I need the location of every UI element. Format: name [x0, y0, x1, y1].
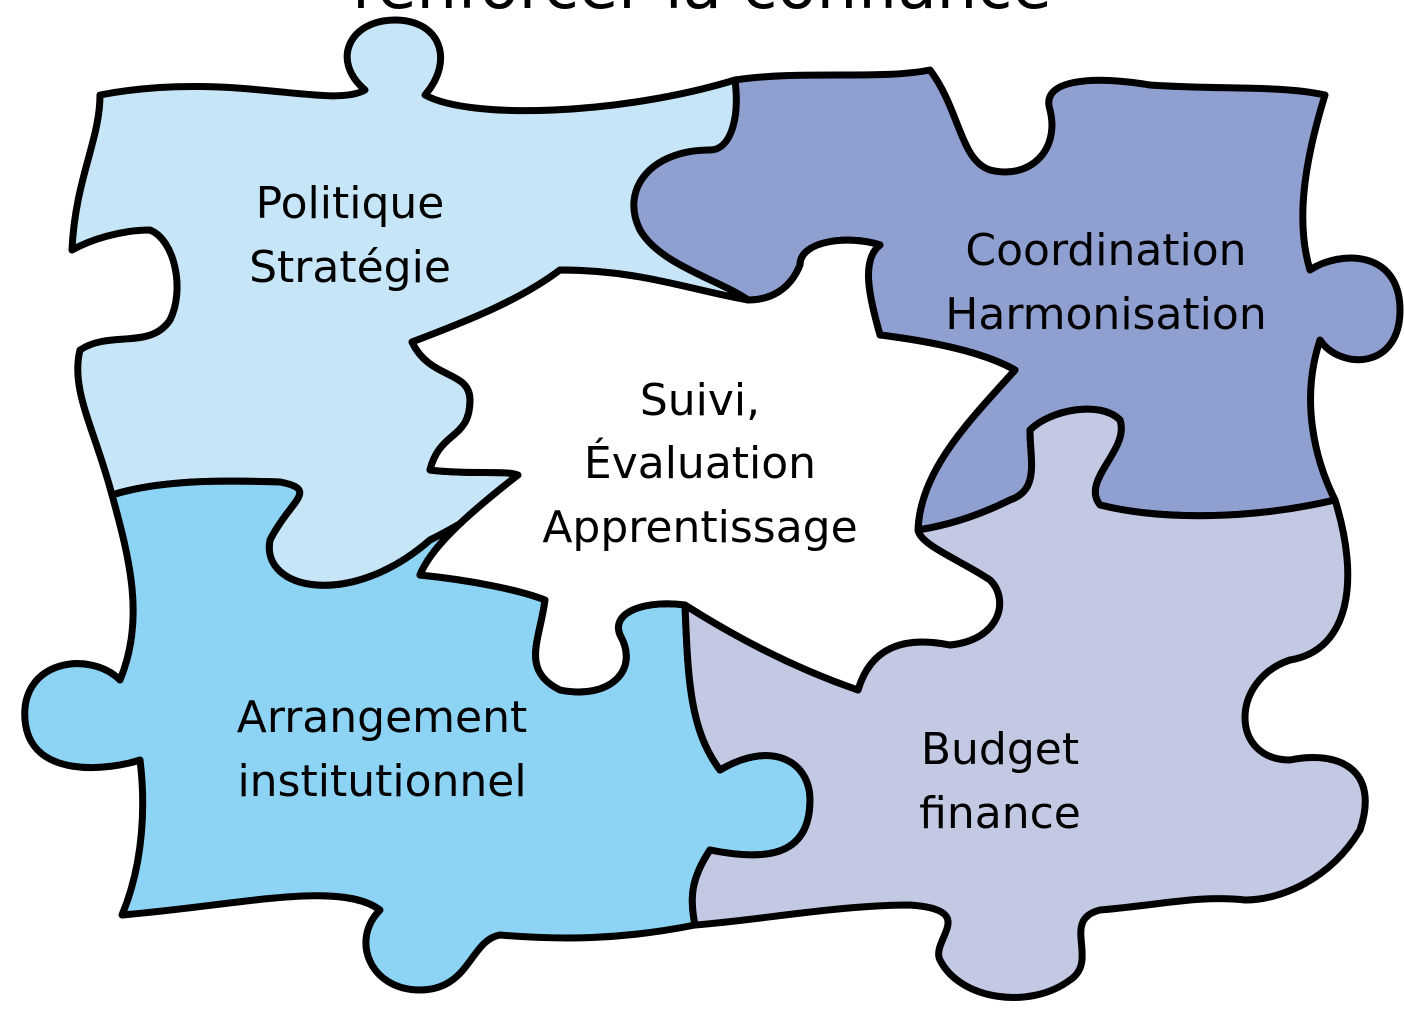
label-suivi-line3: Apprentissage: [542, 502, 857, 553]
label-suivi-line1: Suivi,: [640, 375, 760, 426]
label-budget-line2: finance: [919, 788, 1081, 839]
label-politique-line1: Politique: [256, 178, 445, 229]
label-politique-line2: Stratégie: [249, 242, 451, 293]
label-arrangement-line2: institutionnel: [237, 756, 526, 807]
diagram-title: renforcer la confiance: [352, 0, 1052, 24]
label-suivi-line2: Évaluation: [584, 436, 816, 489]
label-arrangement-line1: Arrangement: [237, 692, 527, 743]
label-coordination-line1: Coordination: [965, 225, 1246, 276]
label-budget-line1: Budget: [921, 724, 1079, 775]
label-coordination-line2: Harmonisation: [945, 289, 1266, 340]
puzzle-piece-suivi: [408, 236, 1019, 696]
